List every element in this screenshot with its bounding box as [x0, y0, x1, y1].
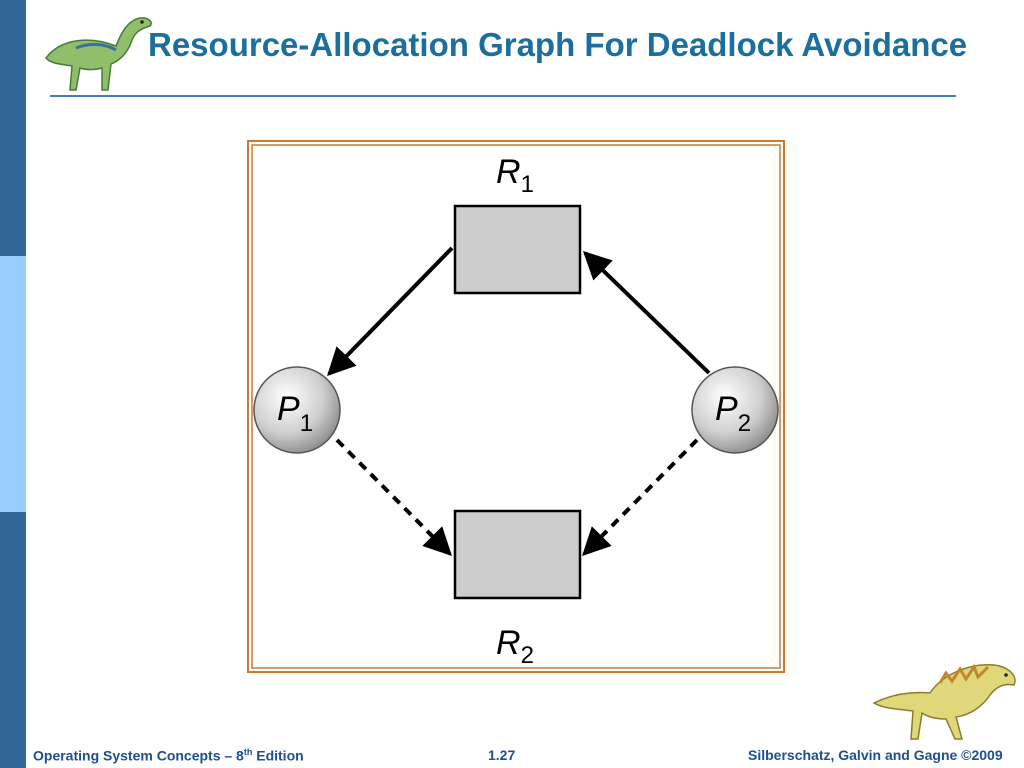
- assignment-edge-r1-p1: [329, 248, 452, 374]
- title-divider: [50, 95, 956, 97]
- dinosaur-logo-icon: [36, 8, 156, 98]
- page-number: 1.27: [488, 747, 515, 763]
- left-sidebar-bar: [0, 0, 26, 768]
- slide-title: Resource-Allocation Graph For Deadlock A…: [148, 26, 967, 64]
- footer-book-title: Operating System Concepts – 8th Edition: [33, 747, 304, 764]
- resource-r2-box: [455, 511, 580, 598]
- left-sidebar-highlight: [0, 256, 26, 512]
- resource-r2-label: R2: [496, 624, 534, 669]
- claim-edge-p1-r2: [337, 440, 450, 554]
- dinosaur-corner-icon: [870, 655, 1020, 745]
- footer-authors: Silberschatz, Galvin and Gagne ©2009: [748, 747, 1003, 763]
- claim-edge-p2-r2: [584, 440, 697, 554]
- resource-allocation-graph: R1 R2 P1 P2: [247, 140, 785, 673]
- resource-r1-label: R1: [496, 153, 534, 198]
- request-edge-p2-r1: [585, 253, 709, 373]
- resource-r1-box: [455, 206, 580, 293]
